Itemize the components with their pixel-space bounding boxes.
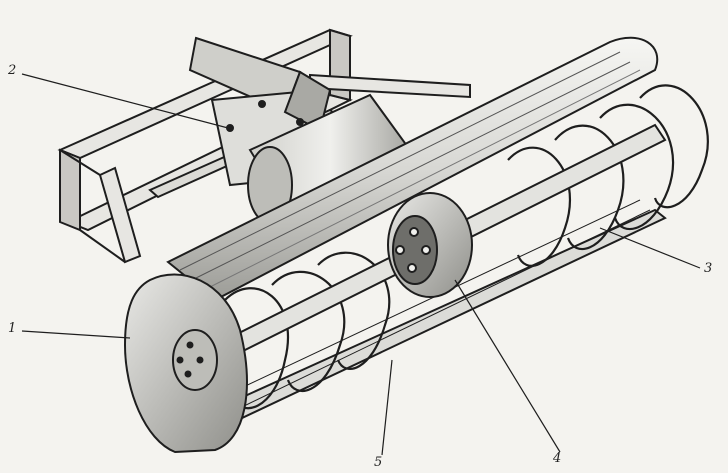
housing-tube	[166, 36, 659, 302]
callout-1: 1	[8, 321, 17, 336]
callout-5: 5	[374, 455, 383, 470]
leader-lines	[21, 73, 701, 456]
callout-2: 2	[8, 63, 17, 78]
discharge-chute	[188, 36, 332, 187]
gearbox	[387, 192, 473, 298]
callout-3: 3	[704, 261, 713, 276]
callout-4: 4	[553, 451, 562, 466]
auger-blades	[224, 84, 709, 410]
impeller-housing	[247, 93, 412, 224]
end-drum	[123, 273, 248, 454]
